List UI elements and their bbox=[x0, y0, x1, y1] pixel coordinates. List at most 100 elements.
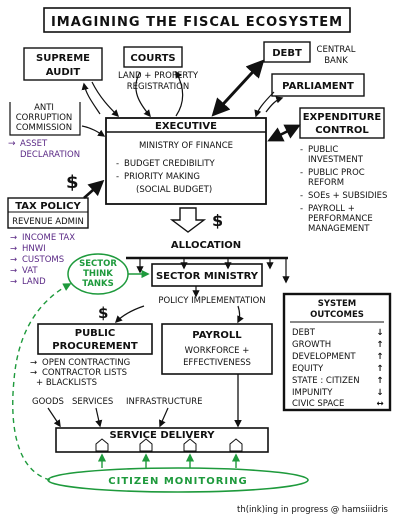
priority-making: PRIORITY MAKING bbox=[124, 172, 200, 182]
big-down-arrow bbox=[169, 207, 207, 233]
sector-ministry-box bbox=[151, 263, 263, 287]
citizen-monitoring-label: CITIZEN MONITORING bbox=[108, 476, 247, 487]
arrow-audit-to-executive bbox=[91, 81, 120, 118]
anti-corruption-bracket bbox=[9, 102, 81, 136]
tax-item-arrow-3: → bbox=[10, 255, 17, 265]
expenditure-item-4: REFORM bbox=[308, 178, 344, 188]
expenditure-item-2: INVESTMENT bbox=[308, 155, 364, 165]
think-tanks-line2: THINK bbox=[83, 269, 113, 279]
arrow-executive-to-parliament bbox=[265, 96, 284, 113]
payroll-label: PAYROLL bbox=[192, 330, 242, 341]
policy-implementation-label: POLICY IMPLEMENTATION bbox=[158, 296, 265, 306]
tax-item-arrow-4: → bbox=[10, 266, 17, 276]
arrow-anticorruption-to-executive bbox=[81, 125, 106, 137]
think-tanks-line1: SECTOR bbox=[79, 259, 117, 269]
allocation-label: ALLOCATION bbox=[171, 240, 241, 251]
budget-credibility: BUDGET CREDIBILITY bbox=[124, 159, 215, 169]
anti-corruption-line1: ANTI bbox=[34, 103, 54, 113]
citizen-to-thinktanks-dashed bbox=[12, 283, 72, 481]
output-goods: GOODS bbox=[32, 397, 64, 407]
supreme-audit-line1: SUPREME bbox=[36, 53, 90, 64]
arrow-courts-to-executive bbox=[135, 71, 151, 118]
expenditure-control-line2: CONTROL bbox=[315, 125, 369, 136]
expenditure-item-7: PERFORMANCE bbox=[308, 214, 373, 224]
outcome-direction-icon: ↑ bbox=[376, 352, 383, 362]
outcome-direction-icon: ↓ bbox=[376, 388, 383, 398]
expenditure-item-5: SOEs + SUBSIDIES bbox=[308, 191, 387, 201]
procurement-item-2: CONTRACTOR LISTS bbox=[42, 368, 127, 378]
expenditure-items-list: - PUBLIC INVESTMENT - PUBLIC PROC REFORM… bbox=[300, 145, 387, 234]
arrow-executive-to-courts bbox=[175, 70, 184, 117]
tax-policy-box bbox=[7, 197, 89, 229]
tax-items-list: → INCOME TAX → HNWI → CUSTOMS → VAT → LA… bbox=[10, 233, 75, 287]
outcome-direction-icon: ↑ bbox=[376, 364, 383, 374]
ministry-of-finance: MINISTRY OF FINANCE bbox=[139, 141, 233, 151]
arrow-parliament-to-executive bbox=[254, 91, 275, 118]
tax-item-5: LAND bbox=[22, 277, 46, 287]
service-delivery-box bbox=[55, 427, 269, 453]
procurement-item-1: OPEN CONTRACTING bbox=[42, 358, 130, 368]
exp-dash-4: - bbox=[300, 204, 303, 214]
outcome-direction-icon: ↑ bbox=[376, 376, 383, 386]
asset-arrow: → bbox=[8, 139, 16, 149]
arrow-expenditure-executive bbox=[267, 124, 301, 142]
procurement-line1: PUBLIC bbox=[75, 328, 116, 339]
tax-item-arrow-5: → bbox=[10, 277, 17, 287]
outcome-direction-icon: ↓ bbox=[376, 328, 383, 338]
proc-arrow-2: → bbox=[30, 368, 37, 378]
tax-item-1: INCOME TAX bbox=[22, 233, 75, 243]
exp-dash-3: - bbox=[300, 191, 303, 201]
dollar-sign-procurement: $ bbox=[98, 304, 108, 322]
courts-box bbox=[123, 46, 183, 68]
supreme-audit-box bbox=[23, 47, 103, 81]
house-icon bbox=[139, 438, 153, 452]
house-icons bbox=[95, 438, 243, 452]
dollar-sign-allocation: $ bbox=[212, 211, 223, 230]
courts-sub2: REGISTRATION bbox=[127, 82, 189, 92]
outcome-direction-icon: ↑ bbox=[376, 340, 383, 350]
tax-item-arrow-1: → bbox=[10, 233, 17, 243]
service-delivery-label: SERVICE DELIVERY bbox=[109, 430, 215, 441]
goods-arrow bbox=[47, 407, 61, 428]
asset-declaration-line2: DECLARATION bbox=[20, 150, 80, 160]
procurement-items-list: → OPEN CONTRACTING → CONTRACTOR LISTS + … bbox=[30, 358, 130, 388]
procurement-item-3: + BLACKLISTS bbox=[36, 378, 97, 388]
tax-item-arrow-2: → bbox=[10, 244, 17, 254]
exp-dash-1: - bbox=[300, 145, 303, 155]
outcome-direction-icon: ↔ bbox=[376, 399, 383, 409]
sector-ministry-label: SECTOR MINISTRY bbox=[156, 271, 259, 282]
supreme-audit-line2: AUDIT bbox=[46, 67, 81, 78]
arrow-debt-executive bbox=[211, 59, 265, 117]
arrow-tax-to-executive bbox=[83, 179, 105, 199]
arrow-executive-to-audit bbox=[81, 82, 101, 115]
payroll-sub2: EFFECTIVENESS bbox=[183, 358, 251, 368]
outcome-label: STATE : CITIZEN bbox=[292, 376, 360, 386]
dollar-sign-tax: $ bbox=[66, 172, 79, 193]
diagram-title: IMAGINING THE FISCAL ECOSYSTEM bbox=[51, 15, 343, 30]
payroll-box bbox=[161, 323, 273, 375]
output-infrastructure: INFRASTRUCTURE bbox=[126, 397, 202, 407]
policy-to-payroll-arrow bbox=[237, 305, 244, 324]
payroll-sub1: WORKFORCE + bbox=[185, 346, 250, 356]
parliament-label: PARLIAMENT bbox=[282, 81, 354, 92]
social-budget: (SOCIAL BUDGET) bbox=[136, 185, 212, 195]
courts-label: COURTS bbox=[130, 53, 175, 64]
tax-item-2: HNWI bbox=[22, 244, 46, 254]
outcome-label: EQUITY bbox=[292, 364, 324, 374]
services-arrow bbox=[95, 407, 103, 428]
anti-corruption-line2: CORRUPTION bbox=[16, 113, 73, 123]
house-icon bbox=[95, 438, 109, 452]
outcome-label: CIVIC SPACE bbox=[292, 399, 344, 409]
infrastructure-arrow bbox=[159, 407, 169, 428]
debt-label: DEBT bbox=[272, 48, 302, 59]
expenditure-control-box bbox=[299, 107, 385, 139]
house-icon bbox=[183, 438, 197, 452]
public-procurement-box bbox=[37, 323, 153, 355]
author-credit: th(ink)ing in progress @ hamsiiidris bbox=[237, 505, 389, 515]
outcome-label: IMPUNITY bbox=[292, 388, 333, 398]
tax-item-3: CUSTOMS bbox=[22, 255, 64, 265]
outcome-label: DEVELOPMENT bbox=[292, 352, 356, 362]
expenditure-item-6: PAYROLL + bbox=[308, 204, 355, 214]
expenditure-item-3: PUBLIC PROC bbox=[308, 168, 365, 178]
